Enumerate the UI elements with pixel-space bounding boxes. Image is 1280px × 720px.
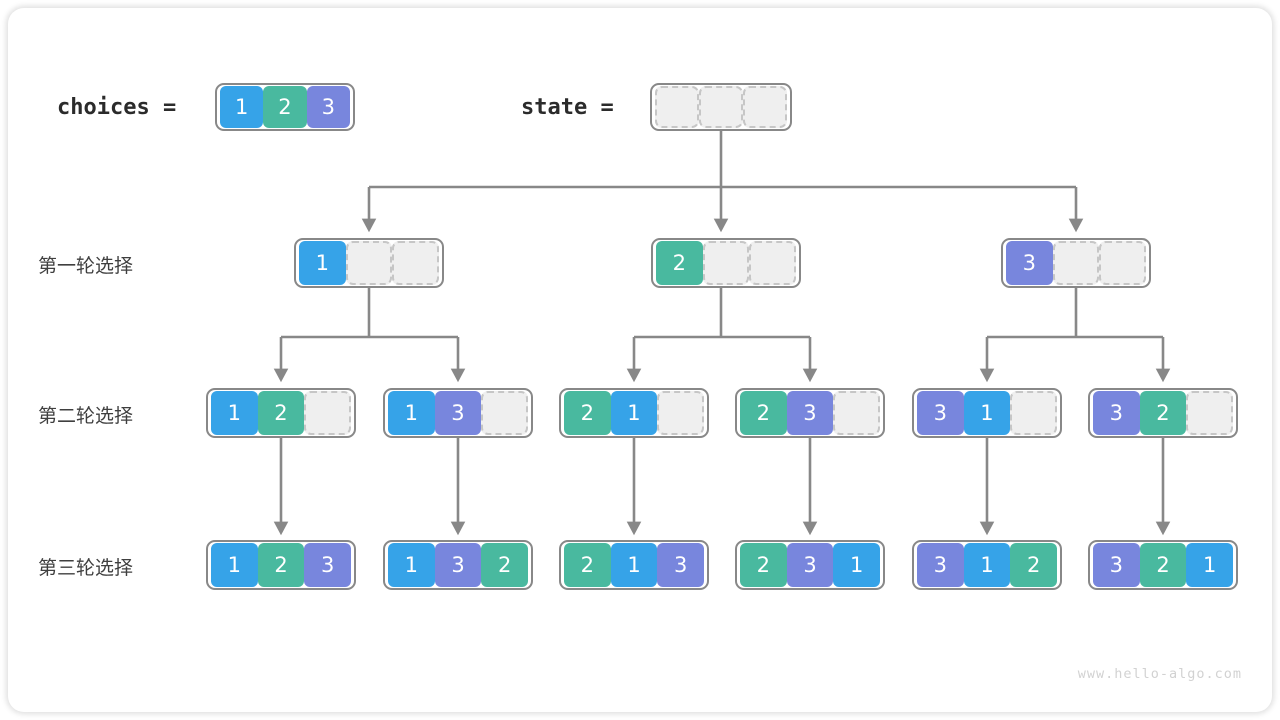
round-2-array-1-cell-1: 2 bbox=[257, 391, 305, 435]
round-3-array-2-cell-1: 3 bbox=[434, 543, 482, 587]
round-1-array-1-cell-2 bbox=[392, 241, 439, 285]
round-2-array-2-cell-0: 1 bbox=[388, 391, 435, 435]
round-1-array-1[interactable]: 1 bbox=[294, 238, 444, 288]
round-2-array-5-cell-1: 1 bbox=[963, 391, 1011, 435]
round-2-array-3-cell-2 bbox=[657, 391, 704, 435]
round-2-array-4-cell-2 bbox=[833, 391, 880, 435]
row-label-round-1: 第一轮选择 bbox=[38, 255, 134, 277]
round-2-array-3-cell-0: 2 bbox=[564, 391, 611, 435]
round-2-array-5-cell-0: 3 bbox=[917, 391, 964, 435]
round-3-array-6-cell-2: 1 bbox=[1186, 543, 1234, 587]
round-1-array-3-cell-2 bbox=[1099, 241, 1146, 285]
round-3-array-3-cell-1: 1 bbox=[610, 543, 658, 587]
state-array-cell-2 bbox=[743, 86, 787, 128]
round-3-array-2-cell-0: 1 bbox=[388, 543, 435, 587]
round-1-array-3-cell-0: 3 bbox=[1006, 241, 1053, 285]
state-array-cell-0 bbox=[655, 86, 699, 128]
round-2-array-4-cell-1: 3 bbox=[786, 391, 834, 435]
round-3-array-4-cell-1: 3 bbox=[786, 543, 834, 587]
round-1-array-3-cell-1 bbox=[1052, 241, 1100, 285]
round-1-array-3[interactable]: 3 bbox=[1001, 238, 1151, 288]
round-1-array-2-cell-1 bbox=[702, 241, 750, 285]
round-3-array-1-cell-1: 2 bbox=[257, 543, 305, 587]
round-2-array-3-cell-1: 1 bbox=[610, 391, 658, 435]
round-1-array-2[interactable]: 2 bbox=[651, 238, 801, 288]
round-3-array-3-cell-2: 3 bbox=[657, 543, 705, 587]
round-3-array-1-cell-2: 3 bbox=[304, 543, 352, 587]
round-3-array-3-cell-0: 2 bbox=[564, 543, 611, 587]
round-2-array-6-cell-2 bbox=[1186, 391, 1233, 435]
round-2-array-2-cell-2 bbox=[481, 391, 528, 435]
round-3-array-4-cell-2: 1 bbox=[833, 543, 881, 587]
round-1-array-1-cell-1 bbox=[345, 241, 393, 285]
round-3-array-4-cell-0: 2 bbox=[740, 543, 787, 587]
round-1-array-2-cell-0: 2 bbox=[656, 241, 703, 285]
round-3-array-5-cell-2: 2 bbox=[1010, 543, 1058, 587]
state-array[interactable] bbox=[650, 83, 792, 131]
round-3-array-6-cell-1: 2 bbox=[1139, 543, 1187, 587]
choices-array-cell-1: 2 bbox=[263, 86, 307, 128]
round-3-array-6-cell-0: 3 bbox=[1093, 543, 1140, 587]
round-2-array-1-cell-0: 1 bbox=[211, 391, 258, 435]
round-3-array-5-cell-0: 3 bbox=[917, 543, 964, 587]
round-2-array-1-cell-2 bbox=[304, 391, 351, 435]
round-2-array-6-cell-0: 3 bbox=[1093, 391, 1140, 435]
round-1-array-1-cell-0: 1 bbox=[299, 241, 346, 285]
state-array-cell-1 bbox=[699, 86, 743, 128]
round-2-array-2-cell-1: 3 bbox=[434, 391, 482, 435]
choices-array-cell-2: 3 bbox=[306, 86, 350, 128]
round-2-array-6-cell-1: 2 bbox=[1139, 391, 1187, 435]
row-label-round-2: 第二轮选择 bbox=[38, 405, 134, 427]
round-2-array-5-cell-2 bbox=[1010, 391, 1057, 435]
round-1-array-2-cell-2 bbox=[749, 241, 796, 285]
choices-array-cell-0: 1 bbox=[220, 86, 264, 128]
choices-label: choices = bbox=[57, 95, 177, 120]
round-3-array-1-cell-0: 1 bbox=[211, 543, 258, 587]
state-label: state = bbox=[521, 95, 614, 120]
round-3-array-5-cell-1: 1 bbox=[963, 543, 1011, 587]
watermark: www.hello-algo.com bbox=[1077, 666, 1242, 682]
round-2-array-4-cell-0: 2 bbox=[740, 391, 787, 435]
round-3-array-2-cell-2: 2 bbox=[481, 543, 529, 587]
row-label-round-3: 第三轮选择 bbox=[38, 557, 134, 579]
